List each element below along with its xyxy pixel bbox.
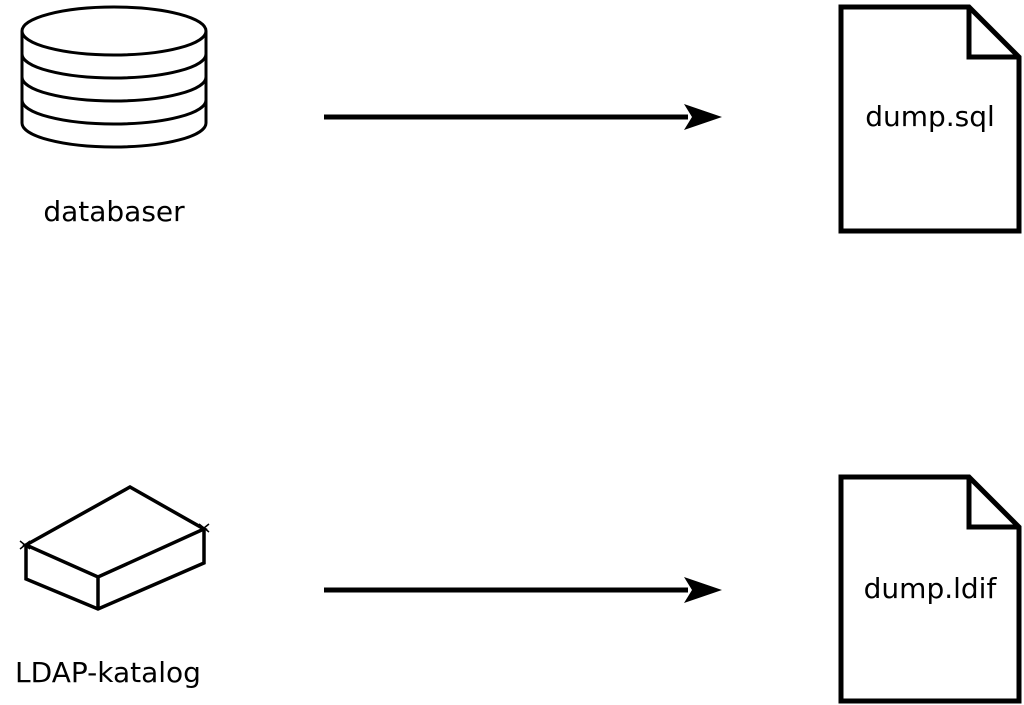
- source-label-ldap-katalog: LDAP-katalog: [15, 656, 201, 689]
- database-body: [20, 31, 208, 149]
- target-label-dump-ldif: dump.ldif: [863, 572, 997, 605]
- document-fold-corner: [966, 477, 1019, 530]
- source-label-databaser: databaser: [43, 195, 185, 228]
- arrow-head: [684, 104, 722, 130]
- document-outline: [838, 474, 1022, 704]
- target-label-dump-sql: dump.sql: [865, 100, 995, 133]
- database-cylinder-icon: [20, 5, 208, 149]
- document-outline: [838, 4, 1022, 234]
- database-disc-line: [20, 76, 208, 103]
- box-corner-mark-right: [198, 523, 210, 533]
- document-icon: [838, 474, 1022, 704]
- arrow-head: [684, 577, 722, 603]
- arrow-right-icon: [324, 104, 722, 130]
- database-top: [20, 5, 208, 57]
- database-disc-line: [20, 53, 208, 80]
- box-icon: [19, 484, 210, 611]
- document-fold-corner: [966, 7, 1019, 60]
- database-disc-line: [20, 99, 208, 126]
- box-corner-mark-left: [19, 540, 31, 550]
- document-icon: [838, 4, 1022, 234]
- box-top-face: [22, 484, 208, 579]
- arrow-right-icon: [324, 577, 722, 603]
